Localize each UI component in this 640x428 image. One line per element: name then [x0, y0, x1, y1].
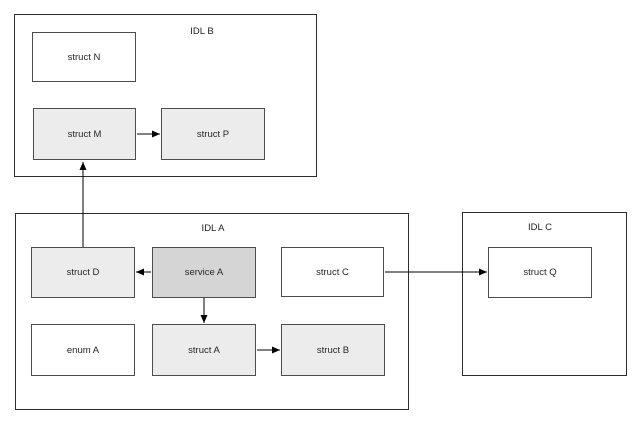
- node-struct-q: struct Q: [488, 247, 592, 298]
- node-struct-b-label: struct B: [316, 344, 350, 356]
- container-idl-c-label: IDL C: [528, 222, 552, 233]
- node-struct-n: struct N: [32, 32, 136, 82]
- node-struct-c: struct C: [281, 247, 384, 297]
- node-struct-a: struct A: [152, 324, 256, 376]
- node-struct-m-label: struct M: [67, 128, 102, 140]
- node-struct-c-label: struct C: [316, 266, 349, 278]
- node-struct-p-label: struct P: [196, 128, 230, 140]
- node-struct-q-label: struct Q: [523, 267, 557, 278]
- node-enum-a: enum A: [31, 324, 135, 376]
- node-struct-m: struct M: [33, 108, 136, 160]
- node-service-a-label: service A: [184, 267, 224, 278]
- container-idl-a: [15, 213, 409, 410]
- container-idl-a-label: IDL A: [201, 223, 225, 234]
- node-struct-n-label: struct N: [67, 51, 101, 63]
- node-struct-d: struct D: [31, 247, 135, 298]
- node-enum-a-label: enum A: [66, 344, 100, 356]
- node-struct-a-label: struct A: [188, 344, 220, 356]
- node-service-a: service A: [152, 247, 256, 298]
- node-struct-d-label: struct D: [66, 267, 100, 278]
- container-idl-b-label: IDL B: [190, 26, 214, 37]
- node-struct-p: struct P: [161, 108, 265, 160]
- node-struct-b: struct B: [281, 324, 385, 376]
